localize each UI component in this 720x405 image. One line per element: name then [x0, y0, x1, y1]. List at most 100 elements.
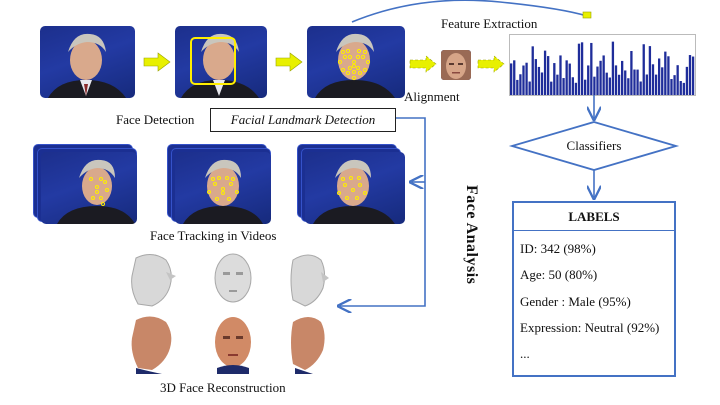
histogram-bar — [580, 42, 584, 95]
face-landmarks-icon — [315, 33, 395, 98]
histogram-bar — [602, 55, 605, 95]
histogram-bar — [636, 69, 639, 95]
face-crop-icon — [441, 50, 471, 80]
labels-title: LABELS — [568, 209, 620, 224]
histogram-bar — [667, 56, 670, 95]
feature-histogram — [509, 34, 696, 96]
histogram-bar — [513, 60, 516, 95]
histogram-bar — [651, 64, 655, 95]
histogram-bar — [543, 50, 547, 95]
label-expression: Expression: Neutral (92%) — [520, 320, 660, 335]
reconstruction-color-front — [203, 312, 263, 374]
histogram-bar — [621, 60, 624, 95]
input-face-photo — [40, 26, 135, 98]
histogram-bar — [605, 72, 608, 95]
face-portrait-icon — [48, 33, 126, 98]
textured-face-icon — [215, 317, 251, 374]
histogram-bar — [519, 74, 522, 95]
histogram-bar — [661, 67, 664, 95]
histogram-bar — [510, 63, 513, 95]
arrow-landmark — [275, 52, 303, 72]
label-gender: Gender : Male (95%) — [520, 294, 631, 309]
histogram-bar — [630, 51, 633, 95]
reconstruction-label: 3D Face Reconstruction — [160, 380, 286, 395]
labels-divider — [514, 230, 674, 231]
feature-extraction-label: Feature Extraction — [441, 16, 538, 31]
histogram-bar — [562, 78, 565, 95]
face-landmarks-icon — [183, 159, 263, 224]
histogram-bar — [525, 62, 528, 95]
histogram-bar — [608, 77, 611, 95]
labels-panel: LABELS ID: 342 (98%) Age: 50 (80%) Gende… — [512, 201, 676, 377]
analysis-flow-line — [340, 117, 426, 306]
facial-landmark-detection-box: Facial Landmark Detection — [210, 108, 396, 132]
reconstruction-grey-side — [122, 250, 182, 308]
histogram-bar — [682, 82, 685, 95]
histogram-bar — [587, 65, 590, 95]
histogram-bar — [639, 81, 642, 95]
histogram-bar — [568, 63, 571, 95]
histogram-bar — [673, 75, 676, 95]
histogram-bar — [550, 81, 553, 95]
histogram-bar — [648, 46, 652, 95]
tracking-frame-front — [175, 152, 271, 224]
histogram-bar — [614, 65, 618, 95]
histogram-bar — [540, 72, 544, 95]
histogram-bar — [571, 77, 574, 95]
tracking-frame-front — [41, 152, 137, 224]
histogram-bars — [510, 41, 695, 95]
histogram-bar — [599, 60, 602, 95]
reconstruction-color-profile — [283, 312, 338, 374]
face-detection-box — [190, 37, 236, 85]
histogram-bar — [559, 55, 562, 95]
face-landmarks-icon — [57, 159, 135, 224]
histogram-bar — [688, 55, 692, 95]
histogram-bar — [691, 56, 695, 95]
histogram-bar — [565, 60, 568, 95]
mesh-face-icon — [214, 253, 252, 303]
histogram-bar — [679, 81, 682, 95]
histogram-bar — [624, 70, 627, 95]
textured-face-icon — [291, 317, 325, 374]
alignment-label: Alignment — [404, 89, 460, 104]
histogram-bar — [590, 42, 593, 95]
label-age: Age: 50 (80%) — [520, 267, 598, 282]
histogram-bar — [645, 74, 648, 95]
histogram-bar — [577, 43, 581, 95]
histogram-bar — [685, 66, 689, 95]
mesh-face-icon — [290, 254, 329, 307]
face-landmarks-icon — [313, 159, 395, 224]
label-id: ID: 342 (98%) — [520, 241, 596, 256]
arrow-align — [409, 55, 437, 73]
face-tracking-label: Face Tracking in Videos — [150, 228, 277, 243]
histogram-bar — [534, 59, 537, 95]
histogram-bar — [611, 41, 615, 95]
histogram-bar — [642, 44, 645, 95]
arrow-extract — [477, 55, 505, 73]
histogram-bar — [584, 79, 587, 95]
histogram-bar — [676, 65, 679, 95]
histogram-bar — [627, 78, 630, 95]
mesh-face-icon — [131, 254, 176, 307]
textured-face-icon — [131, 316, 172, 374]
histogram-bar — [522, 65, 525, 95]
label-more: ... — [520, 346, 530, 361]
tracking-frame-front — [305, 152, 405, 224]
histogram-bar — [547, 56, 550, 95]
histogram-bar — [596, 66, 599, 95]
histogram-bar — [633, 69, 636, 95]
reconstruction-grey-front — [203, 250, 263, 308]
histogram-bar — [670, 79, 673, 95]
reconstruction-grey-profile — [283, 250, 338, 308]
histogram-bar — [553, 63, 556, 95]
classifier-label: Classifiers — [567, 138, 622, 153]
arc-landmark-to-features — [351, 0, 588, 23]
face-detection-label: Face Detection — [116, 112, 195, 127]
histogram-bar — [658, 58, 661, 95]
histogram-bar — [593, 76, 596, 95]
face-analysis-title: Face Analysis — [463, 185, 480, 285]
histogram-bar — [556, 74, 559, 95]
arrow-detect — [143, 52, 171, 72]
reconstruction-color-side — [122, 312, 182, 374]
